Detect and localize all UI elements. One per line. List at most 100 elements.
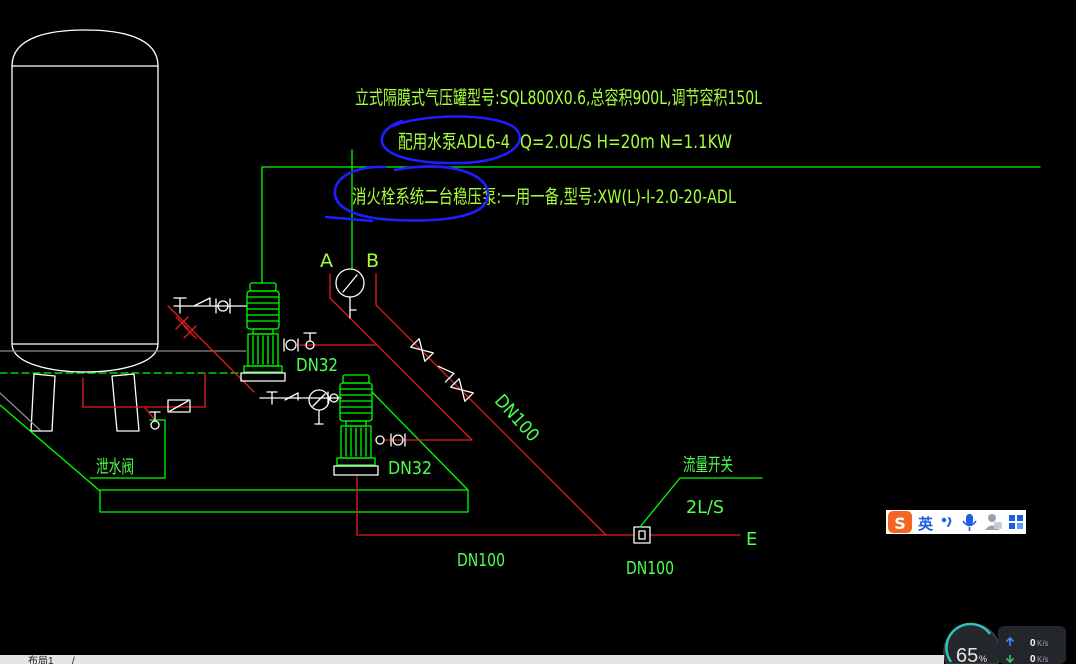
pump-specs-note: Q=2.0L/S H=20m N=1.1KW: [520, 131, 732, 153]
pump-motor-cap: [249, 282, 277, 292]
check-valve-icon: [437, 365, 455, 383]
ime-toolbar[interactable]: S 英: [886, 510, 1026, 534]
upload-unit: K/s: [1037, 639, 1049, 648]
reference-lines: [0, 350, 469, 513]
pressure-tank: [11, 29, 159, 432]
motor-fins: [246, 296, 280, 322]
download-arrow-icon: [1005, 655, 1015, 664]
main-supply-lines: [261, 149, 1041, 284]
flexible-joint-icon: [327, 391, 339, 405]
flow-switch-label: 流量开关: [683, 455, 733, 476]
pump-foundation: [99, 489, 469, 513]
usage-unit: %: [979, 654, 987, 664]
pipe-break-marks: [175, 316, 197, 339]
floor-diagonal: [0, 392, 41, 431]
pressure-gauge-icon: [335, 268, 365, 319]
flexible-joint-icon: [215, 298, 231, 314]
vent-valve-icon: [303, 332, 317, 350]
break-mark: [175, 316, 189, 330]
flow-rate-label: 2L/S: [686, 497, 724, 518]
tank-leg-right: [111, 373, 140, 432]
butterfly-valve-icon: [450, 378, 474, 402]
pump-coupling: [252, 328, 274, 335]
pipe-tag-a: A: [320, 250, 333, 272]
usage-value: 65: [956, 645, 978, 664]
drain-valve-icon: [144, 407, 161, 430]
pump1-outlet-size: DN32: [296, 355, 338, 376]
pipe-a: [329, 273, 473, 441]
pipe-b: [375, 273, 607, 536]
usage-ring-progress: [945, 622, 992, 663]
markup-circle-booster-pumps: [324, 165, 490, 223]
pump-stages: [345, 427, 367, 457]
ime-mode-toggle[interactable]: 英: [918, 515, 934, 533]
pipe-tag-b: B: [366, 250, 379, 272]
booster-pumps-note: 消火栓系统二台稳压泵:一用一备,型号:XW(L)-I-2.0-20-ADL: [352, 186, 736, 208]
drain-valve-label: 泄水阀: [96, 457, 134, 478]
pump-pedestal: [336, 457, 376, 466]
pressure-switch-icon: [167, 399, 191, 413]
slab-diagonal-right: [371, 391, 469, 491]
tank-shell: [11, 29, 159, 373]
gate-valve-icon: [173, 297, 187, 314]
pump-baseplate: [333, 465, 379, 476]
check-valve-icon: [284, 392, 299, 401]
microphone-icon[interactable]: [962, 514, 977, 531]
download-value: 0: [1030, 654, 1036, 664]
upload-arrow-icon: [1005, 636, 1015, 646]
skin-icon[interactable]: [985, 514, 1002, 530]
system-monitor[interactable]: 65 % 0 K/s 0 K/s: [943, 622, 1066, 664]
tab-strip-background: [0, 655, 944, 664]
tab-layout1[interactable]: 布局1: [28, 655, 54, 664]
slab-diagonal-left: [0, 404, 101, 492]
gate-valve-icon: [266, 391, 278, 405]
motor-fins: [339, 388, 373, 414]
tank-drain-pipe: [82, 372, 206, 408]
valves: [144, 268, 474, 447]
flexible-joint-icon: [283, 338, 299, 352]
tank-leg-left: [30, 373, 56, 432]
flow-switch-body: [633, 526, 651, 544]
markup-circle-pump-model: [380, 115, 522, 165]
pressure-gauge-icon: [308, 389, 330, 425]
tank-connection-pipe: [167, 305, 255, 393]
pump-stages: [252, 335, 274, 365]
flexible-joint-icon: [390, 433, 406, 447]
pump-pedestal: [243, 365, 283, 373]
header-bottom-size: DN100: [457, 550, 505, 571]
pump-model-note: 配用水泵ADL6-4: [398, 131, 510, 153]
drawing-notes: 立式隔膜式气压罐型号:SQL800X0.6,总容积900L,调节容积150L 配…: [352, 87, 762, 208]
sogou-logo-letter: S: [894, 514, 906, 533]
check-valve-icon: [193, 297, 211, 307]
sogou-logo-icon[interactable]: S: [888, 511, 912, 533]
butterfly-valve-icon: [410, 338, 434, 362]
tab-separator: /: [72, 656, 75, 664]
pump-motor-cap: [342, 374, 370, 384]
download-unit: K/s: [1037, 655, 1049, 664]
layout-tab-strip: 布局1 /: [0, 655, 944, 664]
flow-switch-paddle: [638, 530, 646, 540]
vent-valve-icon: [375, 435, 385, 445]
upload-value: 0: [1030, 638, 1036, 649]
drawing-labels: A B E 泄水阀 流量开关 2L/S DN32 DN32 DN100 DN10…: [96, 250, 757, 579]
pump-coupling: [345, 420, 367, 427]
pump-2: [333, 374, 379, 476]
riser-diagonal-size: DN100: [490, 391, 543, 447]
markup-annotations: [324, 115, 522, 223]
pump2-outlet-size: DN32: [388, 458, 432, 479]
flow-switch: [633, 477, 763, 544]
pump-1: [240, 282, 286, 382]
pump-baseplate: [240, 372, 286, 382]
flow-switch-leader: [639, 477, 763, 528]
punctuation-icon[interactable]: [941, 517, 952, 527]
header-right-size: DN100: [626, 558, 674, 579]
toolbox-grid-icon[interactable]: [1009, 515, 1023, 529]
drain-valve-leader: [89, 419, 166, 479]
network-speed-panel[interactable]: [998, 626, 1066, 664]
pipe-tag-e: E: [746, 529, 757, 550]
tank-spec-note: 立式隔膜式气压罐型号:SQL800X0.6,总容积900L,调节容积150L: [355, 87, 762, 109]
pipework: [82, 273, 741, 536]
break-mark: [183, 325, 197, 339]
